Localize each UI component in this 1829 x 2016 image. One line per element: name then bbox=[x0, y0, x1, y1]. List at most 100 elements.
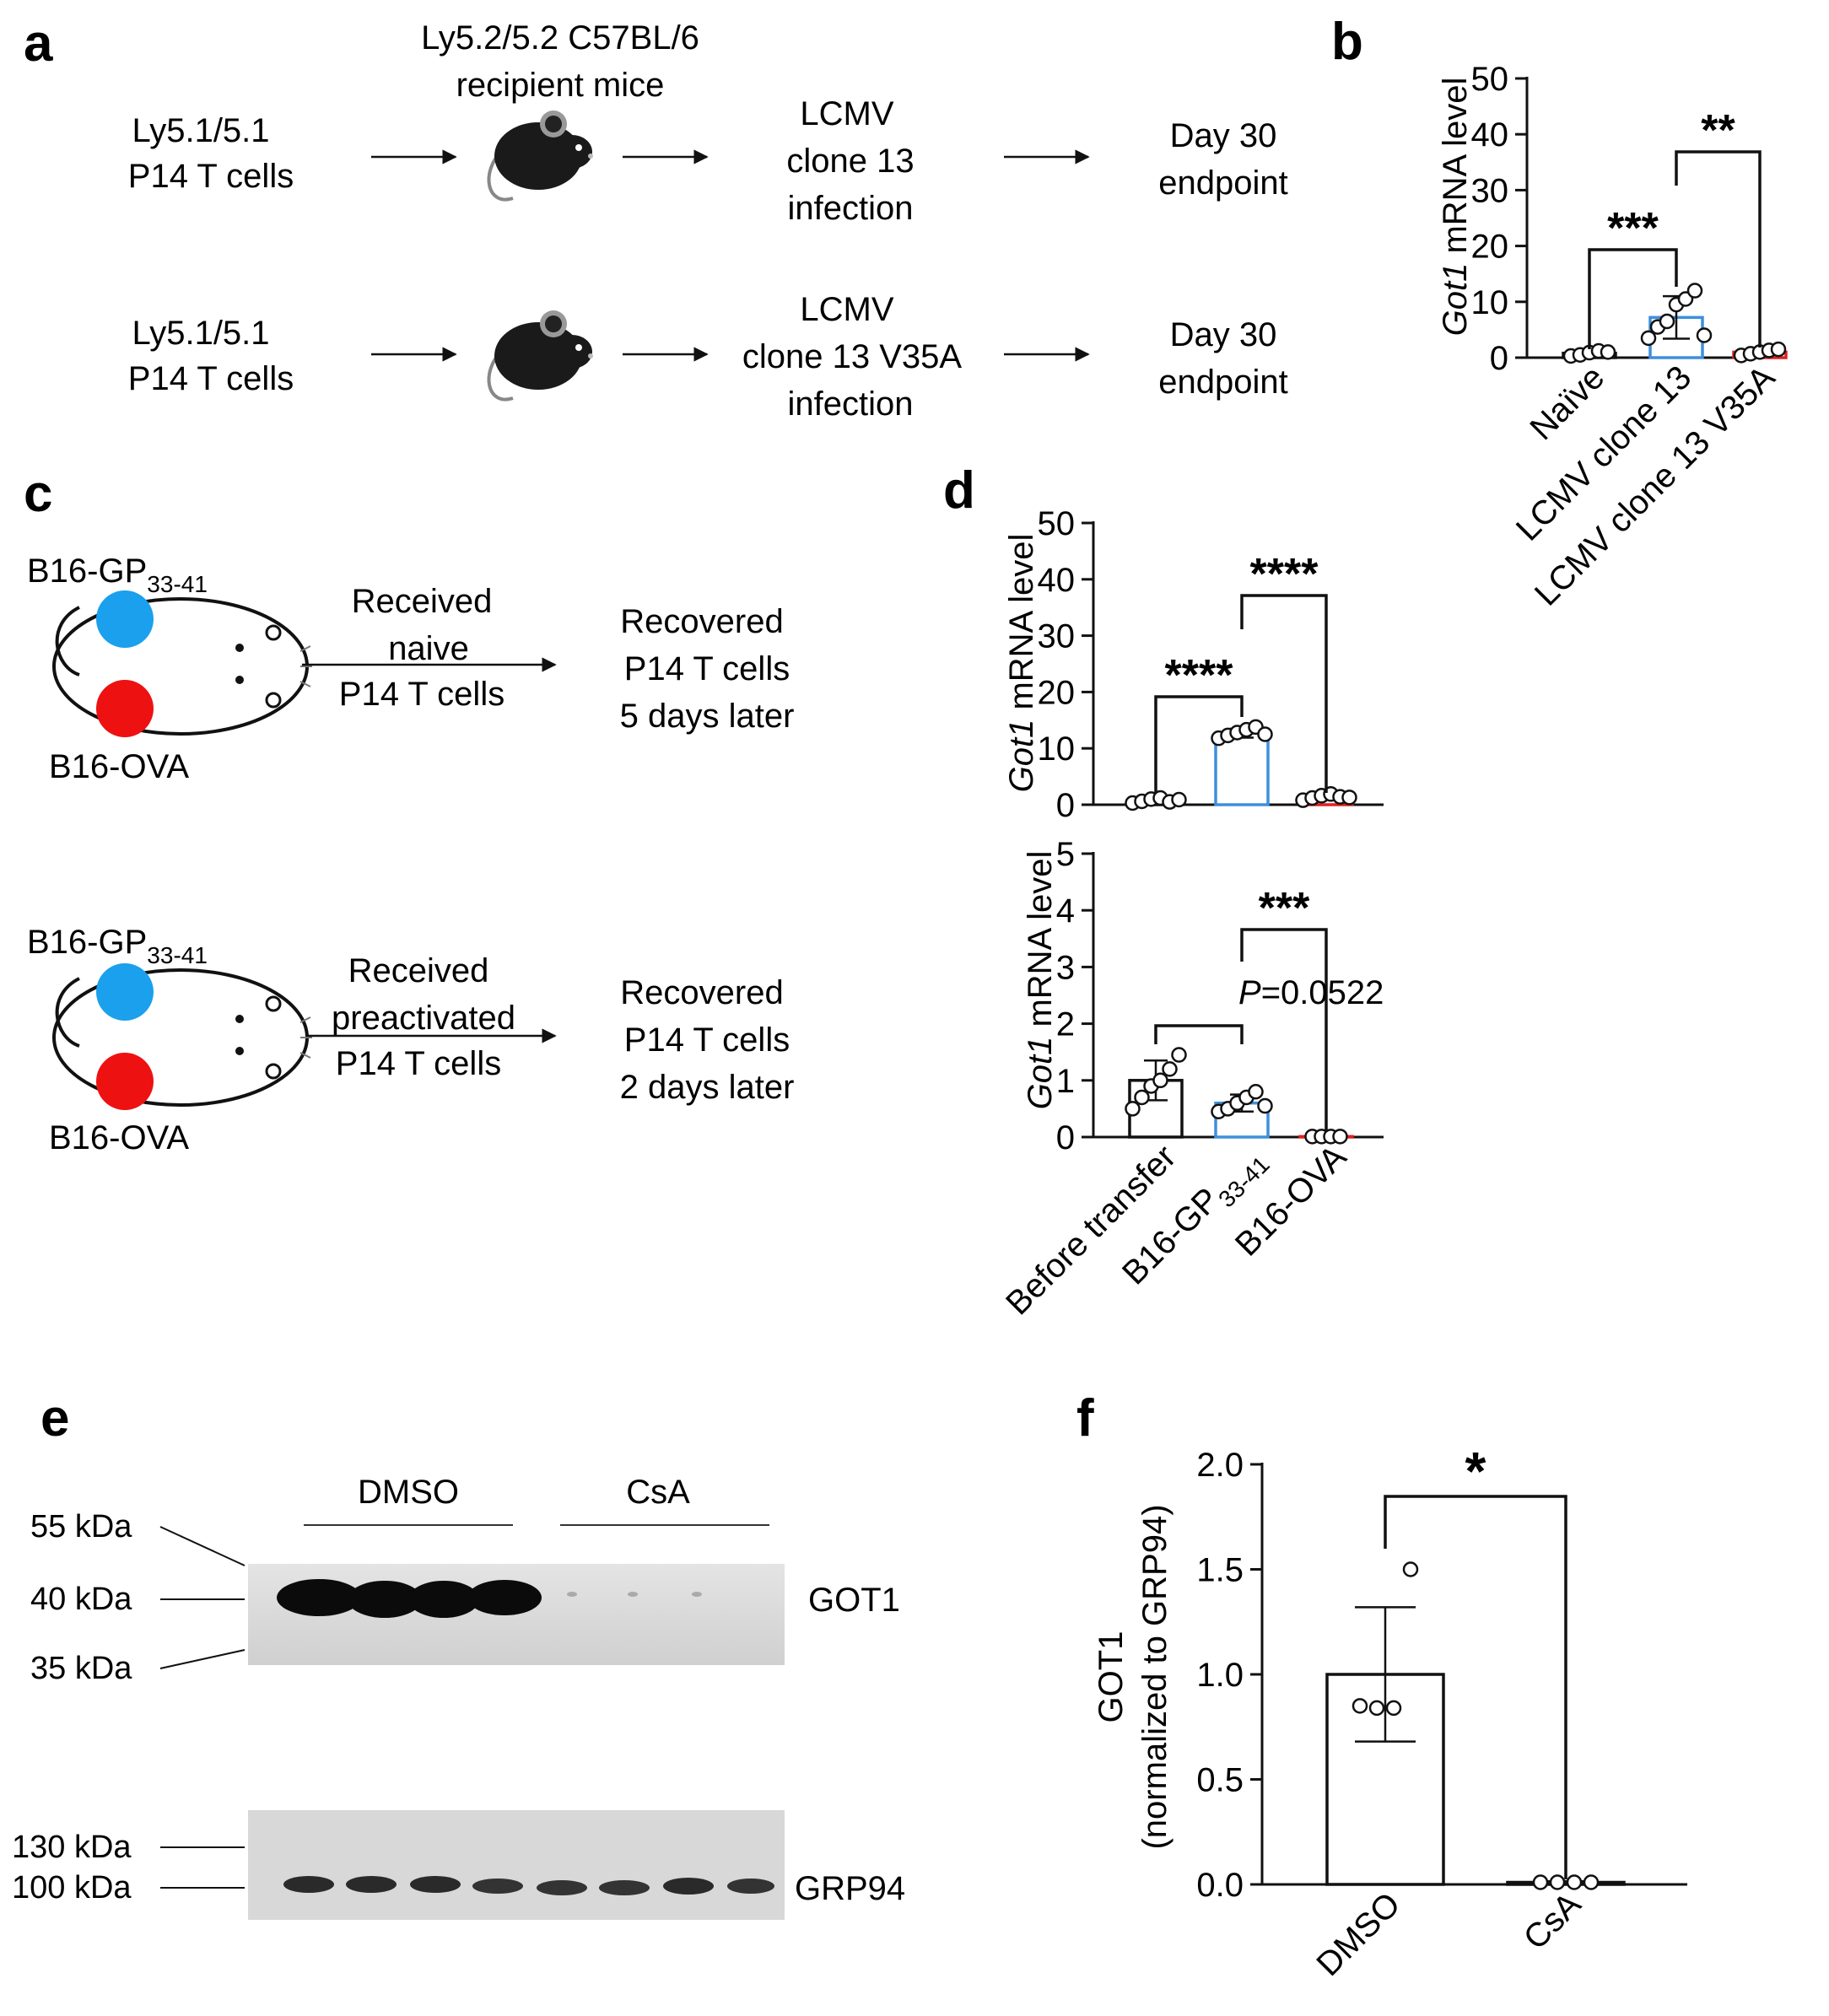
mouse-icon bbox=[487, 310, 593, 402]
y-tick-label: 0 bbox=[1056, 787, 1075, 824]
recipient-label-line2: recipient mice bbox=[456, 67, 665, 104]
grp94-band bbox=[346, 1876, 397, 1893]
y-tick-label: 0.5 bbox=[1196, 1762, 1244, 1799]
c-bottom-arrow-line1: Received bbox=[348, 952, 489, 989]
y-tick-label: 2.0 bbox=[1196, 1447, 1244, 1484]
panel-letter-f: f bbox=[1076, 1389, 1094, 1447]
got1-band bbox=[348, 1581, 422, 1618]
bar bbox=[1214, 731, 1270, 806]
y-tick-label: 0 bbox=[1056, 1119, 1075, 1156]
f-ylabel-line2: (normalized to GRP94) bbox=[1136, 1504, 1173, 1849]
mouse-icon bbox=[487, 111, 593, 202]
c-top-tumor1-main: B16-GP bbox=[27, 553, 147, 590]
c-bottom-tumor1-main: B16-GP bbox=[27, 924, 147, 961]
c-bottom-tumor1: B16-GP33-41 bbox=[27, 924, 208, 968]
row1-infection-line1: LCMV bbox=[800, 95, 893, 132]
data-point bbox=[1171, 1047, 1187, 1063]
got1-band bbox=[408, 1581, 479, 1618]
y-tick-label: 1 bbox=[1056, 1063, 1075, 1100]
panel-letter-d: d bbox=[943, 461, 975, 520]
e-marker-35: 35 kDa bbox=[30, 1651, 132, 1686]
data-point bbox=[1171, 791, 1187, 808]
y-tick-label: 1.5 bbox=[1196, 1552, 1244, 1589]
data-point bbox=[1368, 1700, 1385, 1717]
data-point bbox=[1532, 1874, 1549, 1890]
c-top-arrow-line3: P14 T cells bbox=[339, 676, 504, 713]
mouse-outline-icon bbox=[52, 597, 312, 736]
d-bottom-ylabel: Got1 mRNA level bbox=[1022, 851, 1059, 1110]
significance-bracket bbox=[1588, 248, 1678, 349]
data-point bbox=[1402, 1561, 1419, 1577]
grp94-band bbox=[599, 1880, 650, 1895]
significance-bracket bbox=[1240, 594, 1328, 793]
got1-band bbox=[277, 1579, 361, 1616]
c-top-tumor1: B16-GP33-41 bbox=[27, 553, 208, 597]
e-marker-35-line bbox=[159, 1649, 245, 1669]
e-band-grp94-label: GRP94 bbox=[795, 1870, 905, 1907]
data-point bbox=[1125, 1101, 1141, 1117]
c-top-result-line1: Recovered bbox=[620, 603, 783, 640]
data-point bbox=[1352, 1698, 1368, 1714]
e-group1-label: DMSO bbox=[358, 1474, 459, 1511]
panel-c: c B16-GP33-41 B16-OVA Received naive P14… bbox=[24, 465, 794, 1156]
data-point bbox=[1341, 790, 1357, 806]
y-tick-label: 10 bbox=[1471, 284, 1509, 321]
panel-letter-b: b bbox=[1331, 13, 1363, 71]
significance-label: **** bbox=[1165, 651, 1234, 700]
y-tick-label: 0 bbox=[1490, 340, 1508, 377]
row2-cells-line1: Ly5.1/5.1 bbox=[132, 315, 269, 352]
panel-b: b Got1 mRNA level 01020304050*****NaïveL… bbox=[1331, 13, 1788, 613]
panel-letter-c: c bbox=[24, 465, 52, 523]
significance-label: ** bbox=[1701, 106, 1735, 155]
data-point bbox=[1549, 1874, 1566, 1890]
grp94-band bbox=[283, 1876, 334, 1893]
panel-letter-a: a bbox=[24, 14, 53, 73]
c-bottom-result-line2: P14 T cells bbox=[624, 1021, 790, 1059]
row2-infection-line2: clone 13 V35A bbox=[742, 338, 963, 375]
tumor-red-circle bbox=[96, 680, 154, 737]
grp94-band bbox=[663, 1878, 714, 1895]
c-top-result-line2: P14 T cells bbox=[624, 650, 790, 687]
d-top-ylabel-rest: mRNA level bbox=[1003, 534, 1040, 720]
got1-blot-image bbox=[248, 1564, 785, 1665]
grp94-band bbox=[472, 1879, 523, 1894]
data-point bbox=[1332, 1129, 1348, 1145]
got1-band-faint bbox=[567, 1592, 577, 1597]
e-marker-55: 55 kDa bbox=[30, 1509, 132, 1544]
significance-label: *** bbox=[1607, 204, 1659, 253]
data-point bbox=[1566, 1874, 1583, 1890]
y-tick-label: 2 bbox=[1056, 1006, 1075, 1043]
c-bottom-tumor1-sub: 33-41 bbox=[147, 942, 208, 968]
mouse-outline-icon bbox=[52, 968, 312, 1107]
c-top-tumor1-sub: 33-41 bbox=[147, 571, 208, 597]
data-point bbox=[1162, 1061, 1178, 1077]
data-point bbox=[1640, 330, 1657, 347]
row2-infection-line3: infection bbox=[788, 385, 914, 423]
row1-cells-line2: P14 T cells bbox=[128, 158, 294, 195]
e-marker-130: 130 kDa bbox=[12, 1830, 132, 1865]
y-tick-label: 10 bbox=[1038, 730, 1076, 768]
data-point bbox=[1696, 327, 1713, 343]
d-bottom-ylabel-rest: mRNA level bbox=[1022, 851, 1059, 1037]
y-tick-label: 5 bbox=[1056, 836, 1075, 873]
e-band-got1-label: GOT1 bbox=[808, 1582, 900, 1619]
row2-cells-line2: P14 T cells bbox=[128, 360, 294, 397]
d-bottom-pvalue-rest: =0.0522 bbox=[1261, 974, 1384, 1011]
data-point bbox=[1248, 1083, 1264, 1100]
d-bottom-pvalue-italic: P bbox=[1238, 974, 1261, 1011]
e-marker-100: 100 kDa bbox=[12, 1870, 132, 1905]
data-point bbox=[1385, 1700, 1402, 1717]
row1-endpoint-line1: Day 30 bbox=[1170, 117, 1277, 154]
tumor-red-circle bbox=[96, 1053, 154, 1110]
y-tick-label: 3 bbox=[1056, 949, 1075, 986]
panel-f: f GOT1 (normalized to GRP94) 0.00.51.01.… bbox=[1076, 1389, 1687, 1983]
grp94-band bbox=[537, 1880, 587, 1895]
data-point bbox=[1583, 1874, 1600, 1890]
y-tick-label: 40 bbox=[1038, 562, 1076, 599]
significance-bracket bbox=[1675, 150, 1762, 348]
c-top-arrow-line2: naive bbox=[388, 630, 469, 667]
tumor-blue-circle bbox=[96, 590, 154, 648]
